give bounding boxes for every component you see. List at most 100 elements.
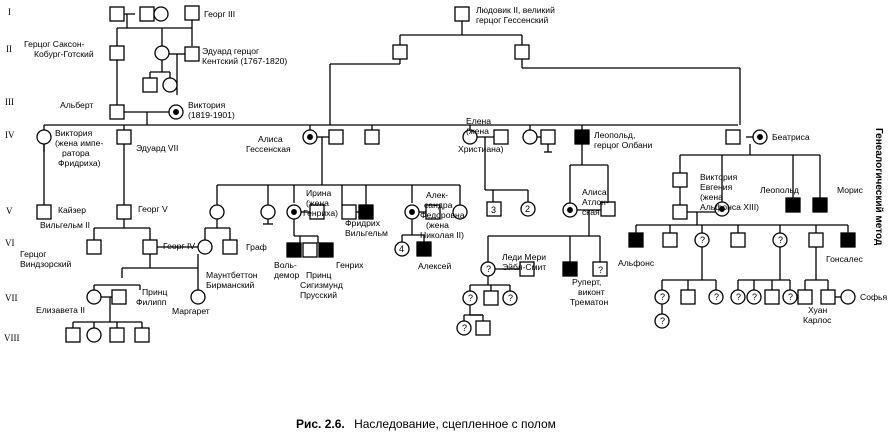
label-alexei: Алексей <box>418 261 451 271</box>
label-kaiser: Вильгельм II <box>40 220 90 230</box>
unknown-female-symbol <box>730 289 746 305</box>
figure-caption-text: Наследование, сцепленное с полом <box>354 417 556 431</box>
female-symbol <box>86 327 102 343</box>
label-margaret: Маргарет <box>172 306 210 316</box>
q-mark: ? <box>468 293 473 303</box>
q-mark: ? <box>508 293 513 303</box>
male-symbol <box>142 239 158 255</box>
male-symbol <box>111 289 127 305</box>
gen-label-2: II <box>6 44 12 54</box>
male-symbol <box>142 77 158 93</box>
carrier-dot <box>719 206 725 212</box>
male-symbol <box>425 204 441 220</box>
figure-caption: Рис. 2.6. Наследование, сцепленное с пол… <box>296 417 556 431</box>
male-group-symbol <box>486 201 502 217</box>
male-symbol <box>680 289 696 305</box>
carrier-dot <box>291 209 297 215</box>
label-sigismund: Прусский <box>300 290 337 300</box>
label-leopold-albany: Леопольд, <box>594 130 635 140</box>
female-symbol <box>260 204 276 220</box>
female-symbol <box>462 129 478 145</box>
q-mark: ? <box>700 235 705 245</box>
male-symbol <box>109 327 125 343</box>
gen-label-4: IV <box>5 130 15 140</box>
gen-label-6: VI <box>5 238 15 248</box>
albert-symbol <box>109 104 125 120</box>
male-symbol <box>302 242 318 258</box>
label-kaiser: Кайзер <box>58 205 86 215</box>
label-philip: Филипп <box>136 297 167 307</box>
label-leopold-b: Леопольд <box>760 185 799 195</box>
label-windsor: Герцог <box>20 249 46 259</box>
count-4: 4 <box>399 244 404 254</box>
unknown-female-symbol <box>462 290 478 306</box>
female-symbol <box>197 239 213 255</box>
male-symbol <box>672 204 688 220</box>
label-juan-carlos: Хуан <box>808 305 828 315</box>
unknown-male-symbol <box>592 261 608 277</box>
generation-labels: I II III IV V VI VII VIII <box>4 7 20 343</box>
affected-male-symbol <box>358 204 374 220</box>
male-symbol <box>86 239 102 255</box>
label-victoria-queen: (1819-1901) <box>188 110 235 120</box>
label-mountbatten: Маунтбеттон <box>206 270 258 280</box>
label-alexandra: сандра <box>424 200 453 210</box>
label-windsor: Виндзорский <box>20 259 72 269</box>
affected-male-symbol <box>785 197 801 213</box>
gen-label-1: I <box>8 7 11 17</box>
pedigree-lines <box>43 13 849 328</box>
q-mark: ? <box>778 235 783 245</box>
male-symbol <box>184 46 200 62</box>
q-mark: ? <box>788 292 793 302</box>
label-victoria-princess: Фридриха) <box>58 158 101 168</box>
unknown-female-symbol <box>782 289 798 305</box>
affected-male-symbol <box>562 261 578 277</box>
male-symbol <box>764 289 780 305</box>
female-group-symbol <box>394 241 410 257</box>
female-symbol <box>86 289 102 305</box>
label-georg3: Георг III <box>204 9 235 19</box>
label-waldemar: Воль- <box>274 260 297 270</box>
female-symbol <box>153 6 169 22</box>
male-symbol <box>475 320 491 336</box>
male-symbol <box>36 204 52 220</box>
label-philip: Принц <box>142 287 168 297</box>
female-symbol <box>452 204 468 220</box>
unknown-female-symbol <box>694 232 710 248</box>
label-victoria-eugenie: Евгения <box>700 182 733 192</box>
unknown-female-symbol <box>772 232 788 248</box>
male-symbol <box>808 232 824 248</box>
label-fridrich: Фридрих <box>345 218 381 228</box>
label-victoria-queen: Виктория <box>188 100 226 110</box>
label-georg5: Георг V <box>138 204 168 214</box>
female-symbol <box>36 129 52 145</box>
male-symbol <box>454 6 470 22</box>
male-symbol <box>139 6 155 22</box>
gen-label-5: V <box>6 206 13 216</box>
label-rupert: виконт <box>578 287 605 297</box>
unknown-female-symbol <box>654 313 670 329</box>
label-lady-may: Эйбл-Смит <box>502 262 546 272</box>
affected-male-symbol <box>318 242 334 258</box>
label-eduard7: Эдуард VII <box>136 143 178 153</box>
q-mark: ? <box>752 292 757 302</box>
female-symbol <box>162 77 178 93</box>
label-lady-may: Леди Мери <box>502 252 546 262</box>
male-symbol <box>134 327 150 343</box>
label-mountbatten: Бирманский <box>206 280 255 290</box>
person-labels: Георг III Людовик II, великий герцог Гес… <box>20 5 888 325</box>
affected-male-symbol <box>628 232 644 248</box>
female-symbol <box>190 289 206 305</box>
male-symbol <box>309 204 325 220</box>
label-victoria-eugenie: (жена <box>700 192 723 202</box>
side-title: Генеалогический метод <box>873 128 884 246</box>
male-symbol <box>116 129 132 145</box>
label-eduard-kent: Кентский (1767-1820) <box>202 56 287 66</box>
male-symbol <box>222 239 238 255</box>
male-symbol <box>341 204 357 220</box>
male-symbol <box>730 232 746 248</box>
male-symbol <box>540 129 556 145</box>
count-3: 3 <box>491 205 496 215</box>
carrier-dot <box>757 134 763 140</box>
